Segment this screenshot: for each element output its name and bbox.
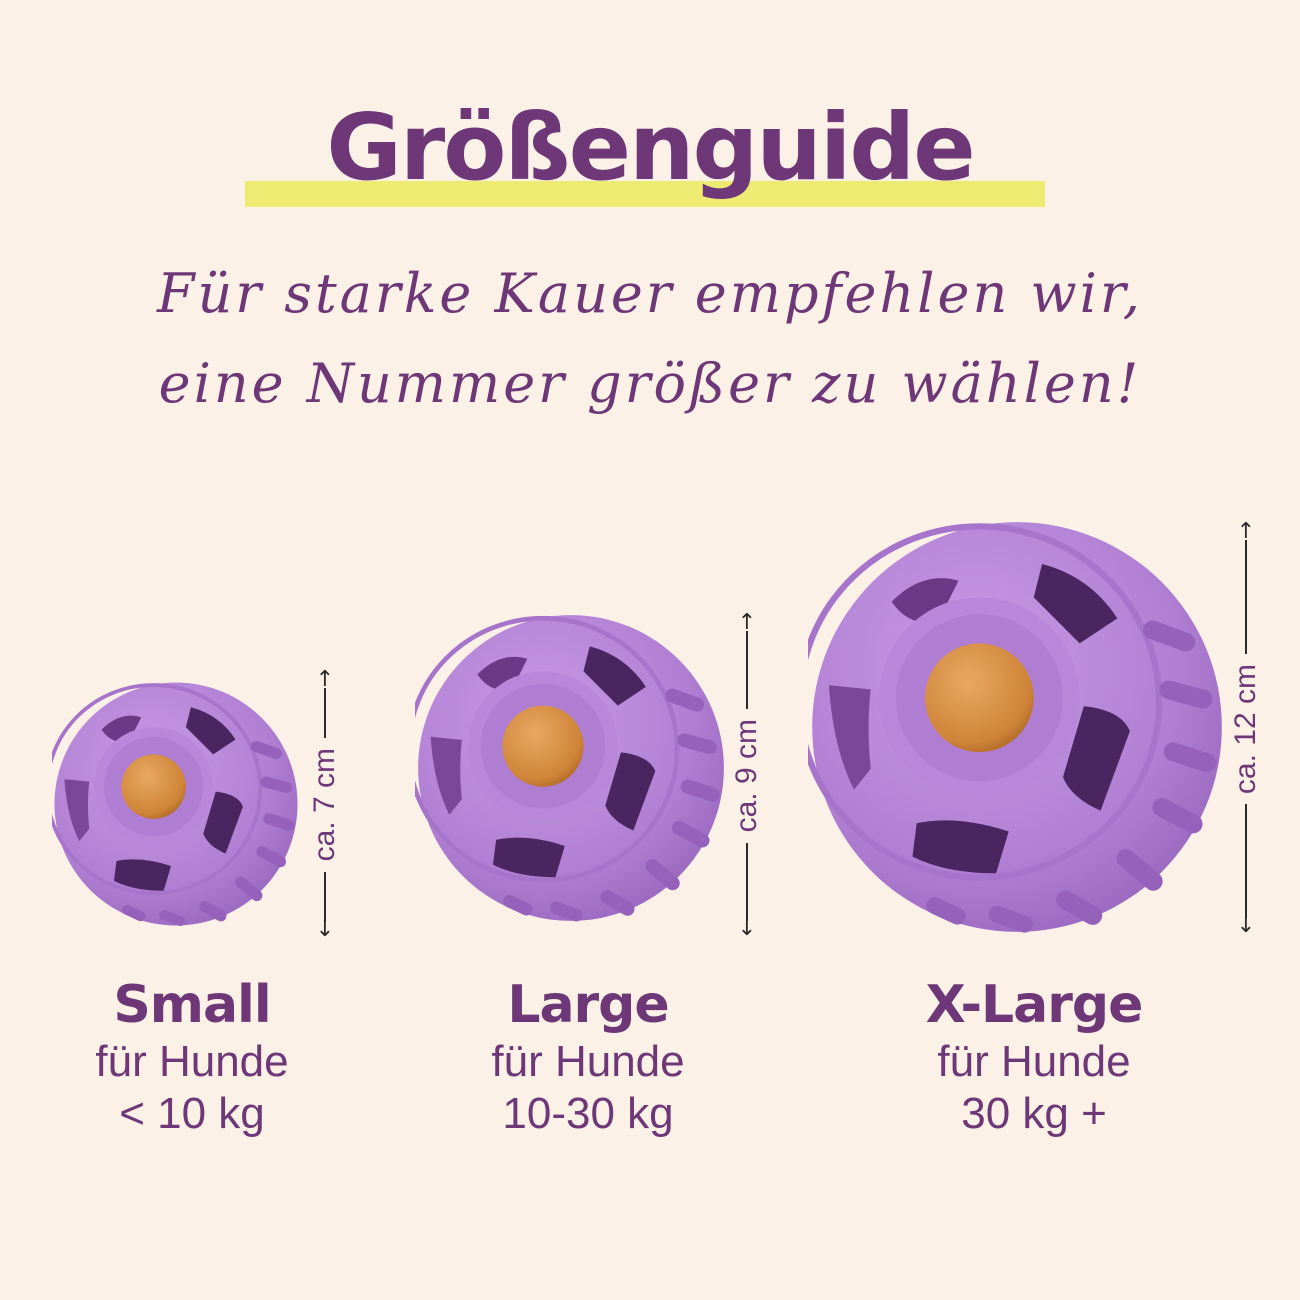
size-name: Large: [507, 975, 669, 1035]
size-description: für Hunde: [937, 1036, 1131, 1086]
size-info-small: Small für Hunde < 10 kg: [22, 978, 362, 1137]
size-name: Small: [113, 975, 271, 1035]
dimension-label: ca. 9 cm: [730, 719, 763, 833]
arrow-down-icon: ↓: [1236, 913, 1256, 938]
subtitle-line-2: eine Nummer größer zu wählen!: [158, 352, 1142, 415]
puzzle-ball-small-image: [52, 680, 300, 928]
size-weight: 10-30 kg: [502, 1088, 674, 1138]
dimension-indicator-large: ↑ ca. 9 cm ↓: [727, 610, 767, 941]
size-weight: < 10 kg: [119, 1088, 265, 1138]
size-description: für Hunde: [95, 1036, 289, 1086]
size-info-large: Large für Hunde 10-30 kg: [418, 978, 758, 1137]
arrow-down-icon: ↓: [315, 917, 335, 942]
arrow-down-icon: ↓: [737, 916, 757, 941]
dimension-label: ca. 7 cm: [308, 748, 341, 862]
dimension-label: ca. 12 cm: [1229, 663, 1262, 795]
size-name: X-Large: [925, 975, 1144, 1035]
arrow-up-icon: ↑: [737, 610, 757, 635]
arrow-up-icon: ↑: [315, 667, 335, 692]
subtitle-line-1: Für starke Kauer empfehlen wir,: [157, 262, 1143, 325]
puzzle-ball-xlarge-image: [808, 518, 1226, 936]
dimension-indicator-xlarge: ↑ ca. 12 cm ↓: [1226, 519, 1266, 938]
size-info-xlarge: X-Large für Hunde 30 kg +: [864, 978, 1204, 1137]
puzzle-ball-large-image: [415, 612, 727, 924]
size-weight: 30 kg +: [961, 1088, 1107, 1138]
size-description: für Hunde: [491, 1036, 685, 1086]
title-highlight-bar: [245, 181, 1045, 207]
dimension-indicator-small: ↑ ca. 7 cm ↓: [305, 667, 345, 942]
arrow-up-icon: ↑: [1236, 519, 1256, 544]
page-title: Größenguide: [326, 94, 975, 201]
